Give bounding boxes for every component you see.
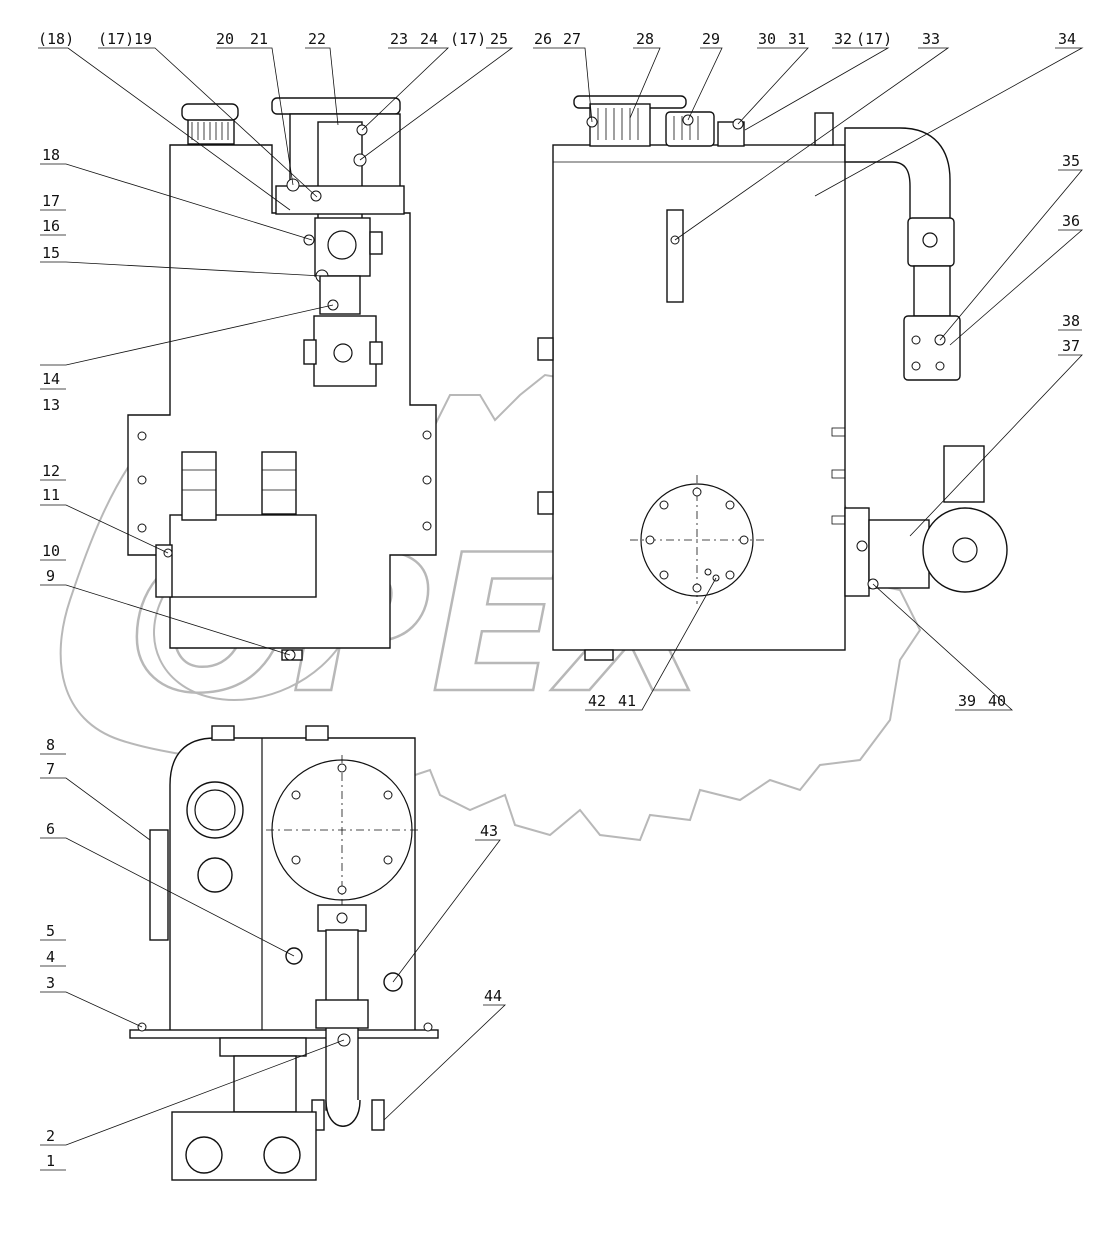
callout-label: 24 (420, 30, 438, 48)
callout-label: 26 (534, 30, 552, 48)
callout-label: 35 (1062, 152, 1080, 170)
drain-plug-right (584, 649, 614, 661)
callout-label: 12 (42, 462, 60, 480)
callout-label: 37 (1062, 337, 1080, 355)
callout-label: 5 (46, 922, 55, 940)
callout-label: 15 (42, 244, 60, 262)
callout-label: 38 (1062, 312, 1080, 330)
callout-label: (17) (450, 30, 486, 48)
callout-label: 34 (1058, 30, 1076, 48)
port (197, 857, 233, 893)
callout-label: 33 (922, 30, 940, 48)
callout-label: 36 (1062, 212, 1080, 230)
filler-cap-left (181, 103, 239, 145)
filler-cap-right (573, 95, 687, 147)
callout-label: 27 (563, 30, 581, 48)
pipe-assembly-right (814, 112, 961, 381)
callout-label: 30 (758, 30, 776, 48)
callout-label: 23 (390, 30, 408, 48)
callout-label: 22 (308, 30, 326, 48)
bolt (422, 521, 432, 531)
return-filter-left (155, 451, 317, 598)
callout-label: 4 (46, 948, 55, 966)
callout-label: 28 (636, 30, 654, 48)
callout-label: 31 (788, 30, 806, 48)
sight-gauge (666, 209, 684, 303)
callout-label: 20 (216, 30, 234, 48)
side-port (537, 337, 554, 361)
top-left-view (127, 97, 437, 661)
top-right-view (537, 95, 1008, 661)
callout-labels: (18) (17) 19 20 21 22 23 24 (17) 25 26 2… (38, 30, 1080, 1170)
callout-label: (17) (98, 30, 134, 48)
callout-label: 44 (484, 987, 502, 1005)
callout-label: 9 (46, 567, 55, 585)
leader-lines (38, 47, 1084, 1171)
callout-label: 17 (42, 192, 60, 210)
callout-label: 8 (46, 736, 55, 754)
callout-label: 18 (42, 146, 60, 164)
callout-label: 3 (46, 974, 55, 992)
callout-label: 1 (46, 1152, 55, 1170)
callout-label: 21 (250, 30, 268, 48)
callout-label: 7 (46, 760, 55, 778)
callout-label: 29 (702, 30, 720, 48)
base-plate (129, 1029, 439, 1039)
callout-label: 13 (42, 396, 60, 414)
callout-label: 2 (46, 1127, 55, 1145)
bottom-view (129, 725, 439, 1181)
bolt (422, 475, 432, 485)
callout-label: (17) (856, 30, 892, 48)
side-port (537, 491, 554, 515)
callout-label: 43 (480, 822, 498, 840)
callout-label: 42 (588, 692, 606, 710)
tank-body-right (552, 144, 846, 651)
callout-label: 39 (958, 692, 976, 710)
callout-label: 14 (42, 370, 60, 388)
bolt (137, 431, 147, 441)
callout-label: 11 (42, 486, 60, 504)
callout-label: 16 (42, 217, 60, 235)
breather-right (665, 111, 745, 147)
breather-filter-left (271, 97, 405, 225)
suction-filter-left (303, 217, 383, 387)
callout-label: 41 (618, 692, 636, 710)
callout-label: 40 (988, 692, 1006, 710)
gauge-bracket (149, 829, 169, 941)
pump-flange-right (831, 427, 1008, 597)
callout-label: 6 (46, 820, 55, 838)
callout-label: 32 (834, 30, 852, 48)
bolt (422, 430, 432, 440)
bolt (137, 523, 147, 533)
callout-label: 19 (134, 30, 152, 48)
callout-label: (18) (38, 30, 74, 48)
bolt (137, 475, 147, 485)
callout-label: 25 (490, 30, 508, 48)
callout-label: 10 (42, 542, 60, 560)
